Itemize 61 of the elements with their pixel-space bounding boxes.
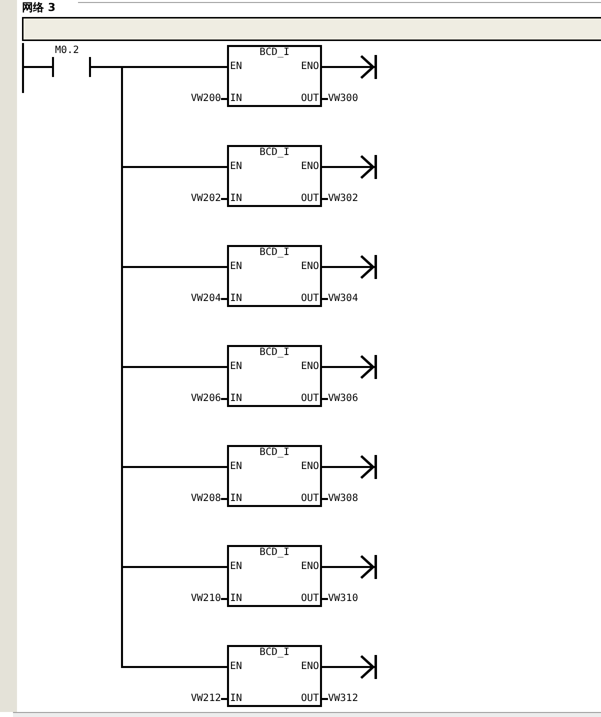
pin-label: IN	[230, 493, 242, 505]
operand-label: VW208	[190, 493, 221, 505]
block-title: BCD_I	[259, 547, 290, 559]
operand-label: VW300	[328, 93, 358, 105]
block-title: BCD_I	[259, 147, 290, 159]
pin-label: IN	[230, 293, 242, 305]
pin-label: ENO	[300, 61, 319, 73]
pin-label: OUT	[300, 293, 319, 305]
operand-label: VW206	[190, 393, 221, 405]
pin-label: EN	[230, 661, 242, 673]
pin-label: OUT	[300, 393, 319, 405]
pin-label: IN	[230, 593, 242, 605]
function-block	[227, 45, 322, 107]
function-block	[227, 645, 322, 707]
pin-label: EN	[230, 461, 242, 473]
block-title: BCD_I	[259, 347, 290, 359]
pin-label: IN	[230, 193, 242, 205]
block-title: BCD_I	[259, 247, 290, 259]
wire	[24, 66, 52, 68]
operand-label: VW204	[190, 293, 221, 305]
pin-label: OUT	[300, 693, 319, 705]
pin-label: ENO	[300, 661, 319, 673]
operand-label: M0.2	[55, 45, 80, 57]
operand-label: VW210	[190, 593, 221, 605]
contact-symbol	[52, 45, 91, 78]
pin-label: EN	[230, 261, 242, 273]
operand-label: VW312	[328, 693, 358, 705]
function-block	[227, 245, 322, 307]
pin-label: ENO	[300, 461, 319, 473]
pin-label: IN	[230, 93, 242, 105]
pin-label: ENO	[300, 561, 319, 573]
block-title: BCD_I	[259, 47, 290, 59]
operand-label: VW310	[328, 593, 358, 605]
pin-label: OUT	[300, 93, 319, 105]
operand-label: VW200	[190, 93, 221, 105]
pin-label: OUT	[300, 593, 319, 605]
pin-label: IN	[230, 393, 242, 405]
operand-label: VW304	[328, 293, 358, 305]
pin-label: EN	[230, 161, 242, 173]
operand-label: VW212	[190, 693, 221, 705]
pin-label: EN	[230, 61, 242, 73]
pin-label: EN	[230, 561, 242, 573]
operand-label: VW308	[328, 493, 358, 505]
operand-label: VW302	[328, 193, 358, 205]
network-title: 网络 3	[22, 1, 56, 14]
pin-label: OUT	[300, 193, 319, 205]
function-block	[227, 145, 322, 207]
pin-label: ENO	[300, 261, 319, 273]
pin-label: ENO	[300, 361, 319, 373]
function-block	[227, 545, 322, 607]
block-title: BCD_I	[259, 647, 290, 659]
operand-label: VW202	[190, 193, 221, 205]
operand-label: VW306	[328, 393, 358, 405]
function-block	[227, 445, 322, 507]
pin-label: EN	[230, 361, 242, 373]
wire	[91, 66, 227, 668]
pin-label: ENO	[300, 161, 319, 173]
function-block	[227, 345, 322, 407]
block-title: BCD_I	[259, 447, 290, 459]
pin-label: IN	[230, 693, 242, 705]
pin-label: OUT	[300, 493, 319, 505]
